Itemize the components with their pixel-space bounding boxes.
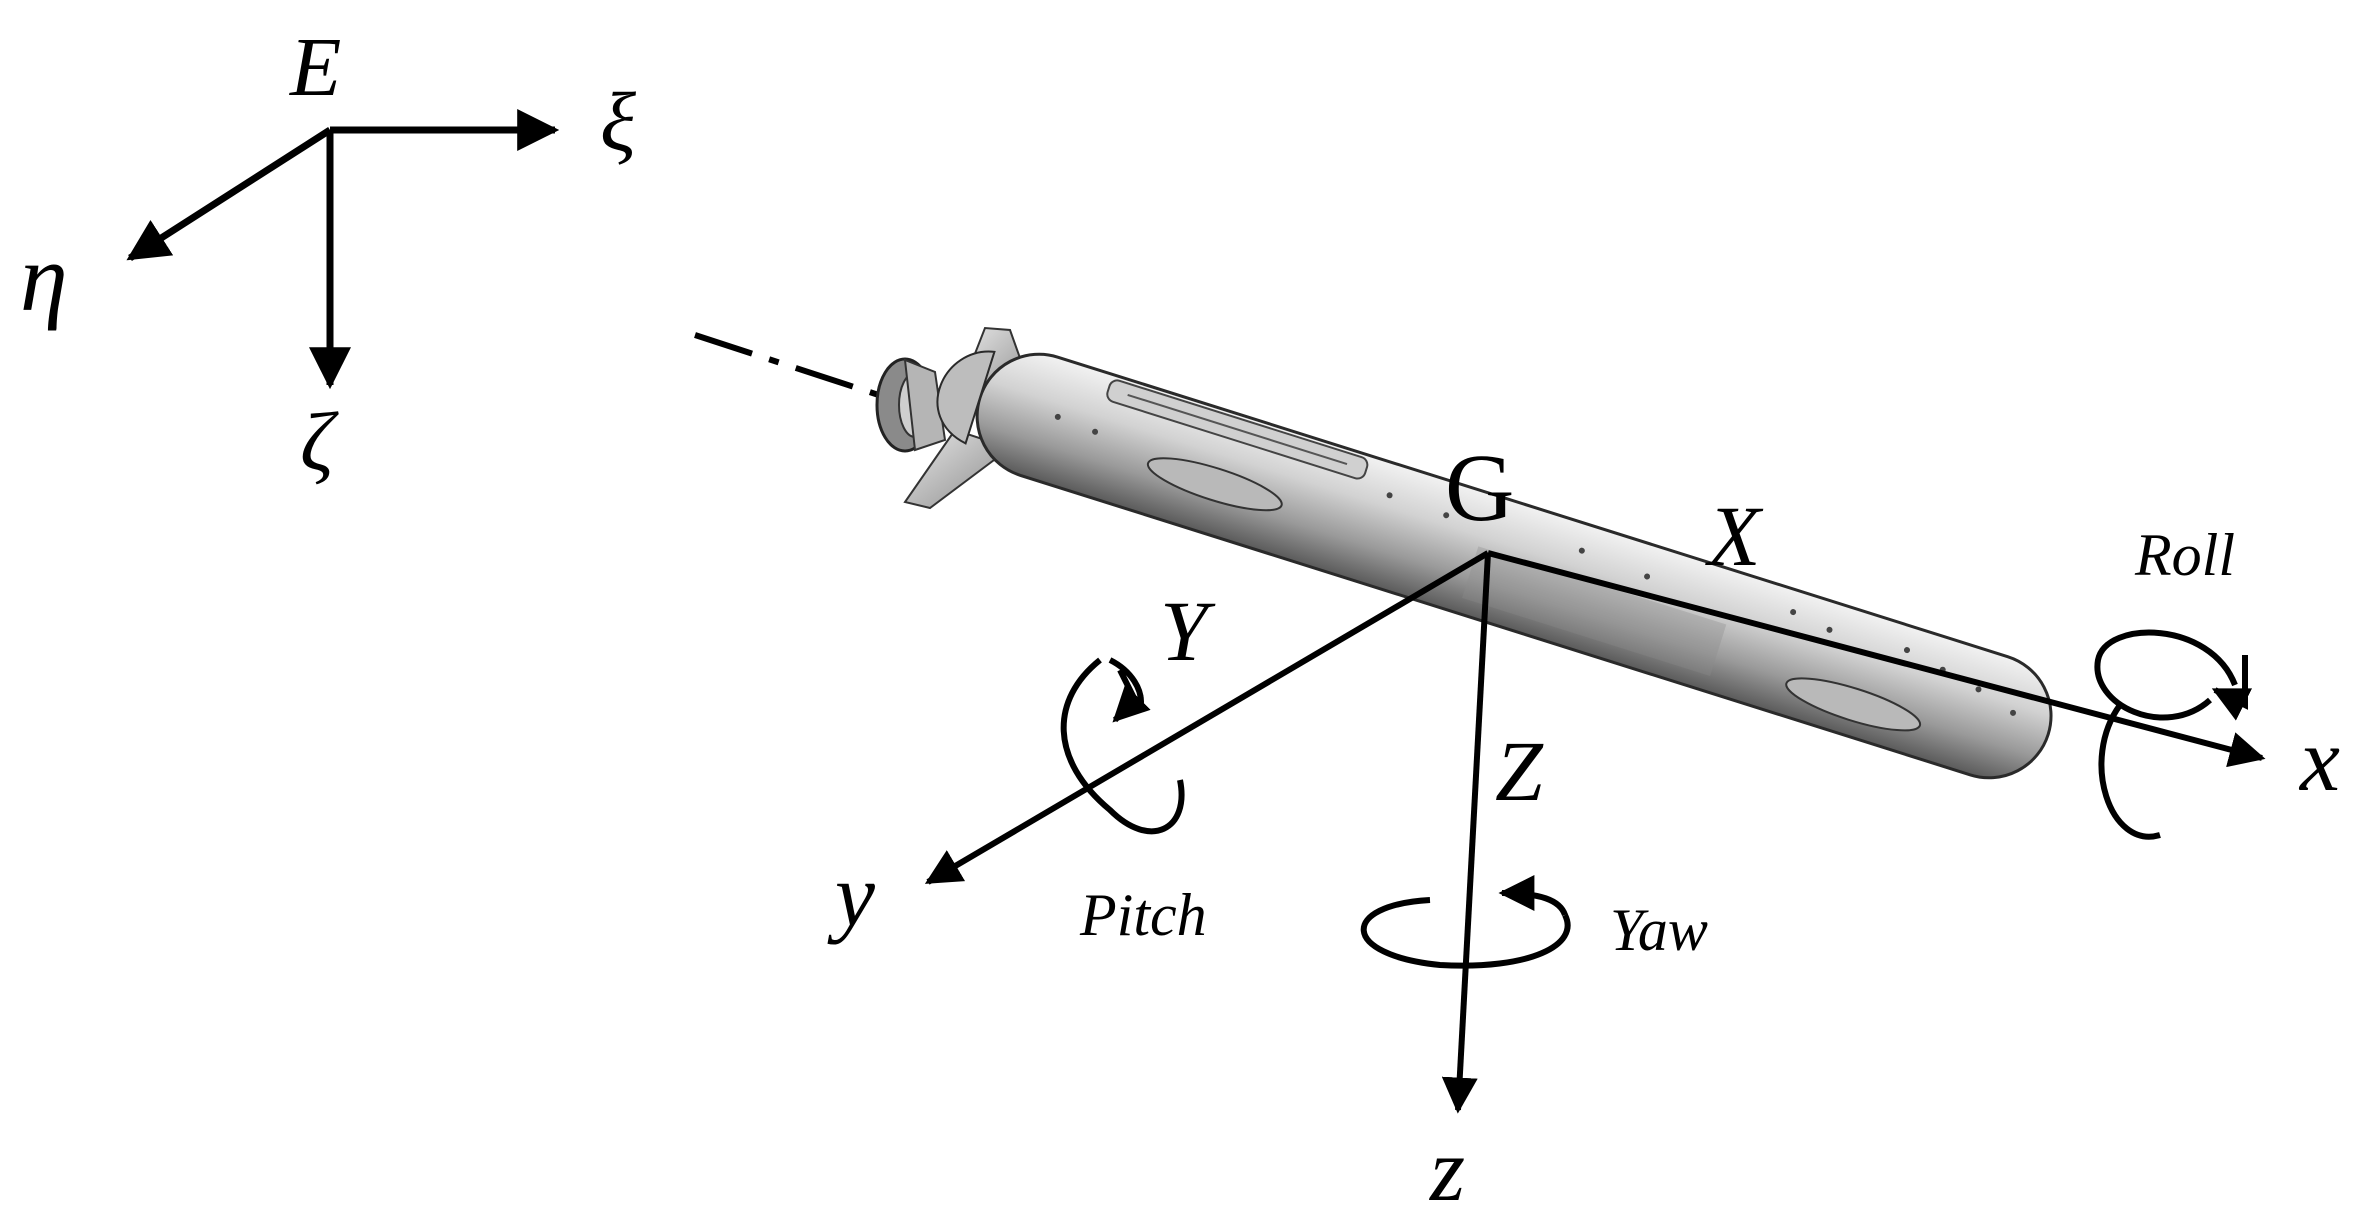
- z-axis-label: z: [1428, 1121, 1465, 1220]
- z-force-label: Z: [1495, 723, 1544, 819]
- side-pod-rear: [1146, 457, 1283, 512]
- body-origin-label: G: [1445, 434, 1514, 541]
- earth-origin-label: E: [289, 21, 341, 114]
- roll-label: Roll: [2134, 522, 2235, 588]
- x-axis-label: x: [2298, 711, 2340, 810]
- side-panel: [1462, 546, 1727, 677]
- auv-vehicle: [694, 326, 2053, 780]
- hull-rivets: [1054, 413, 2017, 716]
- roll-rotation: Roll: [2094, 522, 2253, 840]
- zeta-axis-label: ζ: [300, 396, 339, 489]
- y-axis-label: y: [827, 846, 875, 945]
- z-axis-arrow: [1441, 552, 1491, 1114]
- xi-axis-label: ξ: [600, 76, 636, 169]
- yaw-arrow-icon: [1498, 875, 1568, 917]
- yaw-label: Yaw: [1610, 897, 1708, 963]
- side-pod-front: [1785, 677, 1922, 732]
- roll-arrow-icon: [2211, 655, 2253, 721]
- body-frame: G X Y Z x y z: [827, 434, 2340, 1220]
- x-force-label: X: [1705, 488, 1764, 584]
- pitch-arrow-icon: [1112, 668, 1151, 723]
- hull-tail: [936, 350, 996, 445]
- x-axis-arrow: [1487, 550, 2266, 768]
- centerline-dashdot: [694, 332, 901, 405]
- eta-axis-arrow: [126, 127, 332, 261]
- yaw-rotation: Yaw: [1360, 875, 1708, 969]
- pitch-rotation: Pitch: [1060, 657, 1207, 948]
- pitch-label: Pitch: [1079, 882, 1207, 948]
- y-axis-arrow: [924, 550, 1490, 885]
- propeller: [875, 357, 947, 453]
- y-force-label: Y: [1160, 583, 1216, 679]
- earth-frame: E ξ η ζ: [20, 21, 636, 489]
- eta-axis-label: η: [20, 224, 68, 331]
